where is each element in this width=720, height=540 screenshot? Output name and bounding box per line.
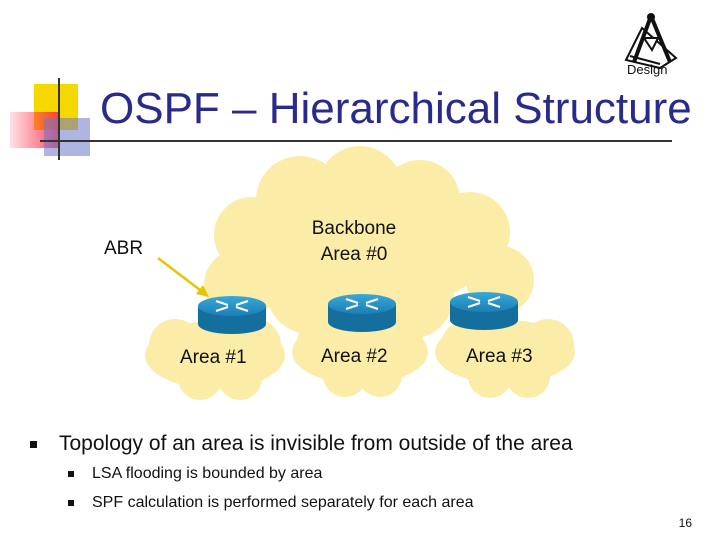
- backbone-label-line2: Area #0: [320, 244, 388, 265]
- logo-text: Design: [627, 62, 668, 77]
- page-number: 16: [678, 516, 692, 530]
- router-icon: [328, 294, 396, 332]
- sub-bullet: SPF calculation is performed separately …: [68, 494, 474, 512]
- sub-bullet-text: SPF calculation is performed separately …: [92, 494, 474, 511]
- title-underline: [40, 140, 672, 142]
- bullet-square-icon: [68, 499, 74, 506]
- abr-arrow: [157, 257, 209, 297]
- router-icon: [198, 296, 266, 334]
- bullet-square-icon: [30, 440, 37, 448]
- router-icon: [450, 292, 518, 330]
- abr-label: ABR: [104, 238, 144, 259]
- area-1-cloud: [145, 319, 285, 400]
- main-bullet: Topology of an area is invisible from ou…: [30, 432, 573, 456]
- sub-bullet: LSA flooding is bounded by area: [68, 465, 322, 483]
- backbone-label-line1: Backbone: [311, 218, 397, 239]
- area-2-label: Area #2: [321, 346, 388, 367]
- area-3-cloud: [435, 319, 575, 398]
- area-2-cloud: [292, 320, 428, 397]
- area-1-label: Area #1: [180, 347, 247, 368]
- main-bullet-text: Topology of an area is invisible from ou…: [59, 432, 573, 455]
- sub-bullet-text: LSA flooding is bounded by area: [92, 465, 323, 482]
- bullet-square-icon: [68, 470, 74, 477]
- decor-blue-square: [44, 118, 90, 156]
- compass-square-icon: [624, 13, 678, 70]
- decor-vertical-line: [58, 78, 60, 160]
- area-3-label: Area #3: [466, 346, 533, 367]
- slide-title: OSPF – Hierarchical Structure: [100, 84, 692, 133]
